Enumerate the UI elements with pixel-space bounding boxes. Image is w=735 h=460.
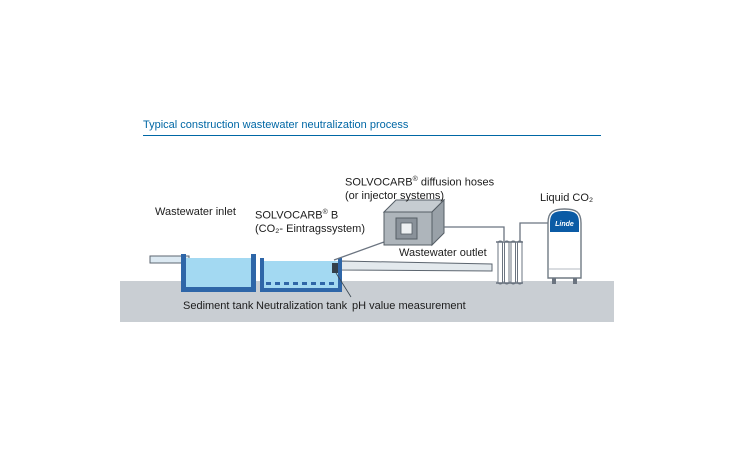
diffusion-line2: (or injector systems) xyxy=(345,189,445,202)
registered-mark: ® xyxy=(412,176,418,183)
linde-logo: Linde xyxy=(555,221,574,228)
co2-storage-tank: Linde xyxy=(547,208,582,284)
neutralization-tank-graphic xyxy=(260,258,342,292)
label-wastewater-outlet: Wastewater outlet xyxy=(399,247,487,259)
ph-sensor xyxy=(332,263,352,298)
label-diffusion-hoses: SOLVOCARB® diffusion hoses (or injector … xyxy=(345,173,494,203)
supply-hoses xyxy=(444,222,549,241)
solvocarb-b-suffix-text: B xyxy=(330,209,339,222)
co2-injection-hose xyxy=(333,241,385,261)
solvocarb-b-line1: SOLVOCARB® B xyxy=(255,206,365,223)
diffusion-hose-elements xyxy=(266,282,334,285)
page-title: Typical construction wastewater neutrali… xyxy=(143,119,409,131)
title-underline xyxy=(143,135,601,136)
label-liquid-co2: Liquid CO₂ xyxy=(540,192,594,204)
diffusion-suffix-text: diffusion hoses xyxy=(420,176,495,189)
registered-mark: ® xyxy=(322,209,328,216)
diffusion-line1: SOLVOCARB® diffusion hoses xyxy=(345,173,494,190)
solvocarb-brand-text: SOLVOCARB xyxy=(345,176,413,189)
label-solvocarb-b: SOLVOCARB® B (CO₂- Eintragssystem) xyxy=(255,206,365,236)
sediment-tank-graphic xyxy=(181,254,256,292)
vaporizer-manifold xyxy=(496,240,523,285)
diffusion-unit-box xyxy=(382,198,446,247)
label-wastewater-inlet: Wastewater inlet xyxy=(155,206,236,218)
label-neutralization-tank: Neutralization tank xyxy=(256,300,348,312)
outlet-channel xyxy=(340,260,493,272)
solvocarb-brand-text: SOLVOCARB xyxy=(255,209,323,222)
label-ph-measurement: pH value measurement xyxy=(352,300,466,312)
solvocarb-b-line2: (CO₂- Eintragssystem) xyxy=(255,222,366,235)
label-sediment-tank: Sediment tank xyxy=(183,300,254,312)
